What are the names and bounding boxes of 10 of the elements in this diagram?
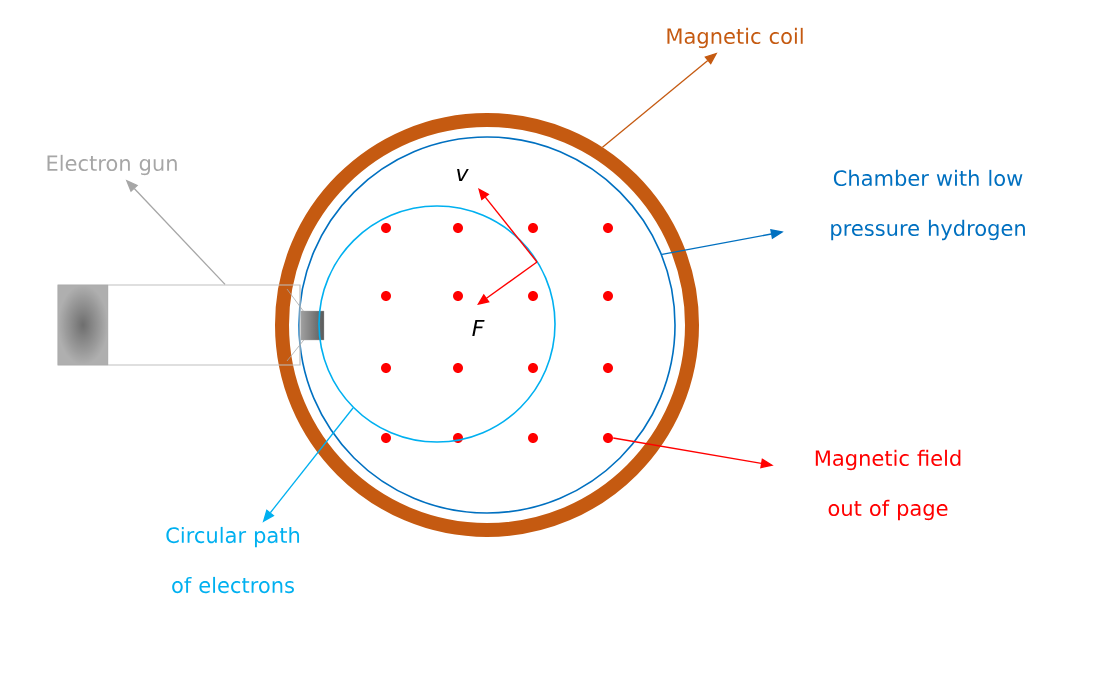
circular-path [318, 205, 556, 443]
label-text: Magnetic coil [667, 27, 803, 49]
label-text: Circular path of electrons [166, 526, 300, 594]
electron-gun [57, 284, 325, 366]
label-text: Magnetic field out of page [815, 449, 961, 521]
vector-label: F [472, 320, 485, 337]
chamber-circle [298, 136, 676, 514]
label-text: Chamber with low pressure hydrogen [831, 169, 1025, 241]
vector-label: v [457, 169, 469, 181]
label-text: Electron gun [47, 154, 177, 176]
